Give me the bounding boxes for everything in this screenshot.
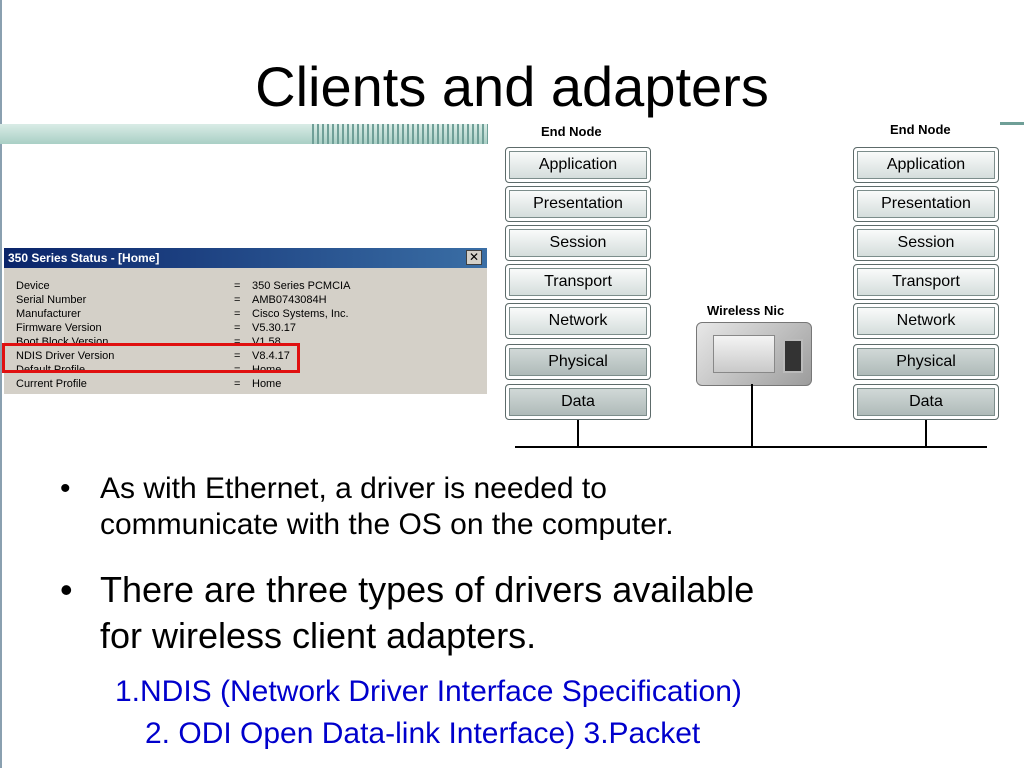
slide-title: Clients and adapters <box>255 55 769 118</box>
wireless-nic-card-icon <box>696 322 812 386</box>
left-node-label: End Node <box>541 124 602 139</box>
row-eq: = <box>234 308 241 320</box>
row-value: Home <box>252 378 282 390</box>
left-layer-physical: Physical <box>505 344 651 380</box>
row-key: Current Profile <box>16 378 87 390</box>
dialog-row: NDIS Driver Version = V8.4.17 <box>16 349 476 363</box>
left-layer-session: Session <box>505 225 651 261</box>
right-layer-physical: Physical <box>853 344 999 380</box>
network-bus-line <box>515 446 987 448</box>
dialog-row: Current Profile = Home <box>16 377 476 391</box>
left-layer-presentation: Presentation <box>505 186 651 222</box>
row-eq: = <box>234 378 241 390</box>
row-value: Cisco Systems, Inc. <box>252 308 349 320</box>
status-dialog: 350 Series Status - [Home] ✕ Device = 35… <box>3 248 487 394</box>
left-layer-network: Network <box>505 303 651 339</box>
dialog-row: Firmware Version = V5.30.17 <box>16 321 476 335</box>
decorative-stripes <box>312 124 488 144</box>
driver-list-line-1: 1.NDIS (Network Driver Interface Specifi… <box>115 675 742 708</box>
row-value: 350 Series PCMCIA <box>252 280 351 292</box>
right-layer-application: Application <box>853 147 999 183</box>
left-layer-application: Application <box>505 147 651 183</box>
row-eq: = <box>234 294 241 306</box>
driver-list-line-2: 2. ODI Open Data-link Interface) 3.Packe… <box>145 717 701 750</box>
left-node-connector <box>577 420 579 447</box>
nic-connector <box>751 384 753 447</box>
row-value: V8.4.17 <box>252 350 290 362</box>
right-node-connector <box>925 420 927 447</box>
bullet-1-line-2: communicate with the OS on the computer. <box>100 508 674 541</box>
row-key: Manufacturer <box>16 308 81 320</box>
right-layer-network: Network <box>853 303 999 339</box>
dialog-titlebar: 350 Series Status - [Home] ✕ <box>4 248 487 268</box>
row-key: Device <box>16 280 50 292</box>
decorative-line-right <box>1000 122 1024 125</box>
left-border <box>0 0 2 768</box>
row-key: Serial Number <box>16 294 87 306</box>
dialog-row: Serial Number = AMB0743084H <box>16 293 476 307</box>
wireless-nic-label: Wireless Nic <box>707 303 785 318</box>
row-value: V5.30.17 <box>252 322 297 334</box>
right-node-label: End Node <box>890 122 951 137</box>
right-layer-data: Data <box>853 384 999 420</box>
dialog-row: Device = 350 Series PCMCIA <box>16 279 476 293</box>
bullet-dot: • <box>60 472 71 505</box>
row-key: NDIS Driver Version <box>16 350 115 362</box>
row-eq: = <box>234 322 241 334</box>
nic-label-plate <box>713 335 775 373</box>
left-layer-data: Data <box>505 384 651 420</box>
bullet-1-line-1: As with Ethernet, a driver is needed to <box>100 472 607 505</box>
ndis-highlight-box <box>2 343 300 373</box>
row-eq: = <box>234 350 241 362</box>
row-key: Firmware Version <box>16 322 102 334</box>
bullet-2-line-1: There are three types of drivers availab… <box>100 569 755 610</box>
row-value: AMB0743084H <box>252 294 327 306</box>
row-eq: = <box>234 336 241 348</box>
dialog-title: 350 Series Status - [Home] <box>8 251 160 265</box>
dialog-row: Manufacturer = Cisco Systems, Inc. <box>16 307 476 321</box>
row-eq: = <box>234 280 241 292</box>
close-icon[interactable]: ✕ <box>466 250 482 265</box>
right-layer-session: Session <box>853 225 999 261</box>
left-layer-transport: Transport <box>505 264 651 300</box>
nic-antenna-slot <box>783 339 803 373</box>
right-layer-transport: Transport <box>853 264 999 300</box>
right-layer-presentation: Presentation <box>853 186 999 222</box>
bullet-dot: • <box>60 569 73 610</box>
bullet-2-line-2: for wireless client adapters. <box>100 615 537 656</box>
